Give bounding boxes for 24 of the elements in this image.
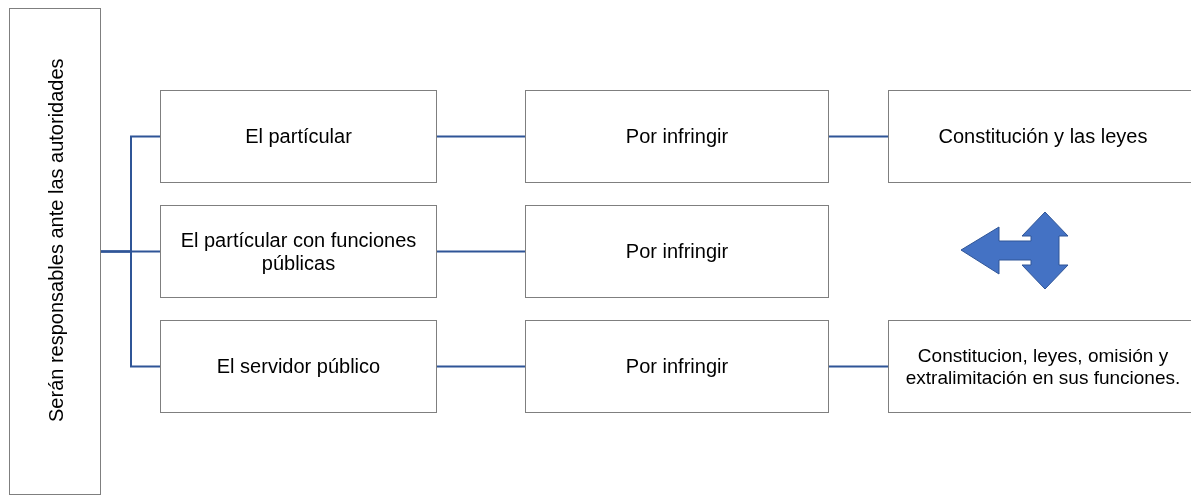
process-box	[160, 205, 437, 298]
connector-line	[436, 135, 526, 138]
box-text: Por infringir	[625, 355, 729, 378]
process-box	[160, 90, 437, 183]
process-box	[525, 90, 829, 183]
box-text: Constitución y las leyes	[938, 125, 1148, 148]
connector-line	[100, 250, 161, 368]
process-box	[888, 320, 1191, 413]
box-text: El servidor público	[216, 355, 381, 378]
process-box	[888, 90, 1191, 183]
box-text: Por infringir	[625, 125, 729, 148]
connector-line	[436, 365, 526, 368]
process-box	[9, 8, 101, 495]
process-box	[160, 320, 437, 413]
connector-line	[436, 250, 526, 253]
connector-line	[828, 135, 889, 138]
box-text: Por infringir	[625, 240, 729, 263]
box-text: Constitucion, leyes, omisión y extralimitación en sus funciones.	[904, 345, 1182, 388]
connector-line	[828, 365, 889, 368]
vertical-text: Serán responsables ante las autoridades	[44, 56, 68, 424]
box-text: El partícular	[245, 125, 352, 148]
process-box	[525, 205, 829, 298]
box-text: El partícular con funciones públicas	[179, 229, 418, 274]
process-box	[525, 320, 829, 413]
